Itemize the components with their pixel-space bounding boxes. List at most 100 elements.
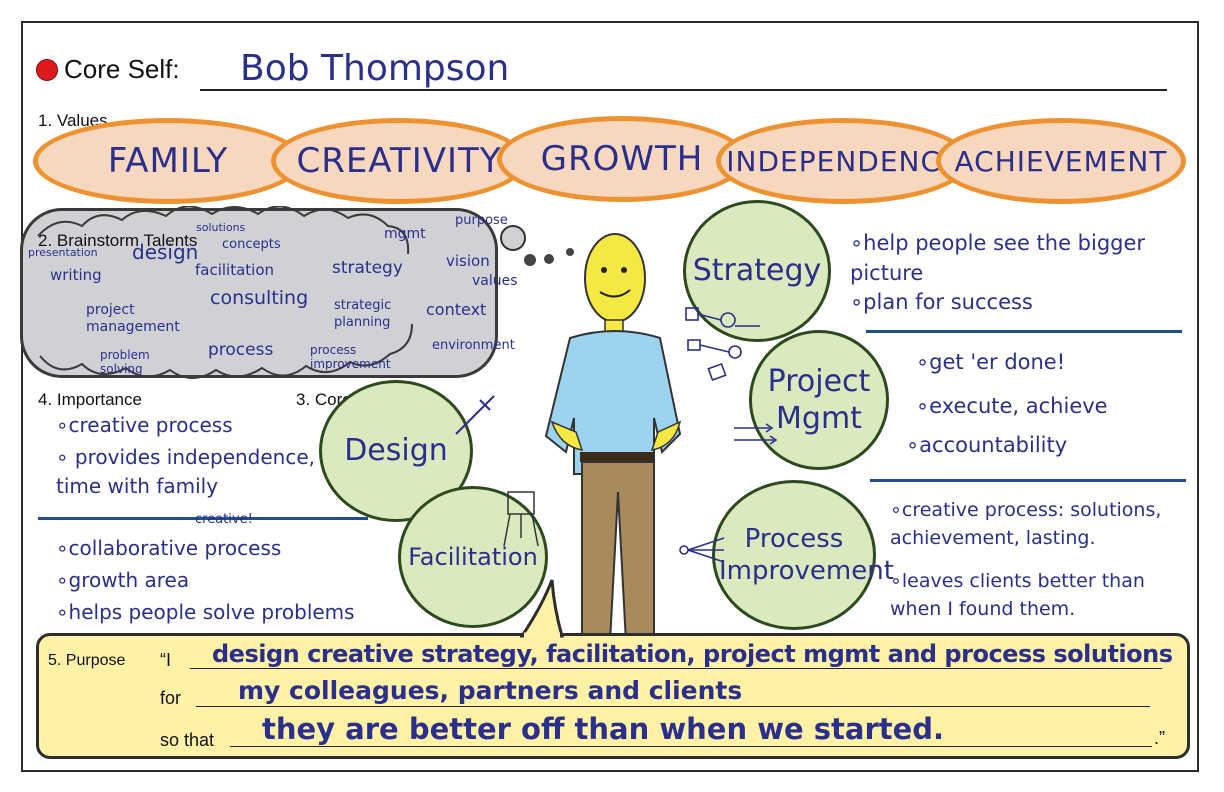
importance-insert: creative! [195, 512, 253, 527]
brainstorm-word: presentation [28, 246, 98, 259]
purpose-label: 5. Purpose [48, 652, 126, 669]
brainstorm-word: environment [432, 338, 515, 353]
speech-pointer [520, 579, 564, 638]
importance-item-text: helps people solve problems [68, 600, 355, 624]
bullet-icon: ∘ [890, 499, 902, 521]
strategy-note-text: plan for success [863, 290, 1033, 314]
bullet-icon: ∘ [916, 394, 930, 418]
talent-process-improvement: Process Improvement [712, 480, 894, 630]
bullet-icon: ∘ [56, 445, 75, 469]
cloud-scallops [37, 206, 413, 379]
bullet-icon: ∘ [916, 350, 930, 374]
project-divider [870, 479, 1186, 482]
importance-item: ∘growth area [56, 568, 189, 592]
brainstorm-word: writing [50, 266, 102, 284]
purpose-rule-3 [230, 746, 1152, 747]
talent-strategy: Strategy [683, 200, 831, 342]
brainstorm-word: design [132, 240, 199, 264]
bullet-icon: ∘ [850, 290, 864, 314]
value-growth-text: GROWTH [540, 139, 704, 179]
talent-strategy-text: Strategy [692, 253, 822, 289]
value-independence: INDEPENDENCE [716, 118, 970, 204]
purpose-line-3: they are better off than when we started… [262, 712, 945, 746]
brainstorm-word: values [472, 273, 518, 289]
strategy-note-text: help people see the bigger picture [850, 231, 1146, 286]
importance-item-text: creative process [68, 413, 233, 437]
value-growth: GROWTH [497, 116, 747, 202]
strategy-note: ∘help people see the bigger picture [850, 228, 1180, 289]
brainstorm-label: 2. Brainstorm Talents [38, 231, 198, 250]
purpose-for-label: for [160, 688, 182, 708]
thought-dot [524, 254, 536, 266]
brainstorm-word: mgmt [384, 226, 426, 242]
bullet-icon: ∘ [56, 536, 69, 560]
strategy-divider [866, 330, 1182, 333]
red-dot-icon [36, 59, 58, 81]
talent-design-text: Design [344, 433, 448, 469]
bullet-icon: ∘ [56, 413, 69, 437]
brainstorm-word: purpose [455, 213, 508, 228]
purpose-line-2: my colleagues, partners and clients [238, 676, 743, 705]
purpose-line-1: design creative strategy, facilitation, … [212, 640, 1173, 668]
person-illustration [544, 233, 682, 643]
importance-label: 4. Importance [38, 390, 142, 409]
flipchart-doodle-icon [503, 491, 539, 547]
importance-item-text: collaborative process [68, 536, 282, 560]
purpose-rule-2 [196, 706, 1150, 707]
project-note: ∘execute, achieve [916, 394, 1108, 418]
value-achievement-text: ACHIEVEMENT [954, 144, 1168, 178]
talent-facilitation: Facilitation [398, 486, 548, 628]
brainstorm-word: process [208, 340, 274, 360]
card-frame [21, 21, 1199, 772]
brainstorm-word: consulting [210, 287, 309, 309]
importance-divider [38, 517, 368, 520]
brainstorm-word: context [426, 300, 487, 319]
value-creativity: CREATIVITY [271, 118, 527, 204]
importance-item: ∘collaborative process [56, 536, 281, 560]
importance-item: ∘helps people solve problems [56, 600, 355, 624]
project-note-text: accountability [919, 433, 1068, 457]
bullet-icon: ∘ [56, 568, 69, 592]
thought-dot [500, 225, 526, 251]
project-note-text: execute, achieve [929, 394, 1108, 418]
arrows-doodle-icon [734, 423, 778, 445]
talent-facilitation-text: Facilitation [408, 543, 538, 571]
purpose-so-label: so that [160, 730, 215, 750]
brainstorm-word: problem solving [100, 348, 150, 377]
project-note: ∘get 'er done! [916, 350, 1065, 374]
value-family-text: FAMILY [107, 141, 229, 181]
process-note-text: leaves clients better than when I found … [890, 570, 1145, 620]
brainstorm-word: project management [86, 302, 180, 335]
bullet-icon: ∘ [56, 600, 69, 624]
project-note: ∘accountability [906, 433, 1067, 457]
talent-project-mgmt: Project Mgmt [749, 330, 889, 470]
thought-dot [544, 254, 554, 264]
importance-item: ∘creative process [56, 413, 233, 437]
core-self-name: Bob Thompson [240, 48, 510, 89]
brainstorm-word: vision [446, 252, 490, 270]
brainstorm-word: facilitation [195, 261, 275, 279]
purpose-open-quote: “I [160, 650, 171, 670]
importance-item: ∘ provides independence, time with famil… [56, 443, 326, 501]
project-note-text: get 'er done! [929, 350, 1066, 374]
value-creativity-text: CREATIVITY [296, 141, 502, 181]
value-family: FAMILY [33, 118, 303, 204]
value-achievement: ACHIEVEMENT [936, 118, 1186, 204]
strategy-note: ∘plan for success [850, 290, 1033, 314]
talent-project-mgmt-text: Project Mgmt [767, 363, 871, 437]
value-independence-text: INDEPENDENCE [726, 144, 960, 178]
process-note: ∘leaves clients better than when I found… [890, 568, 1190, 623]
pen-doodle-icon [455, 395, 495, 435]
purpose-rule-1 [190, 668, 1162, 669]
importance-item-text: growth area [68, 568, 190, 592]
purpose-box [36, 633, 1190, 759]
brainstorm-word: strategic planning [334, 298, 392, 330]
process-note: ∘creative process: solutions, achievemen… [890, 497, 1190, 552]
core-self-label: Core Self: [64, 54, 180, 84]
purpose-close-quote: .” [1154, 728, 1165, 748]
brainstorm-word: solutions [196, 221, 246, 234]
brainstorm-word: concepts [222, 237, 281, 252]
brainstorm-word: strategy [332, 258, 403, 278]
bullet-icon: ∘ [906, 433, 920, 457]
flowchart-doodle-icon [685, 307, 760, 382]
